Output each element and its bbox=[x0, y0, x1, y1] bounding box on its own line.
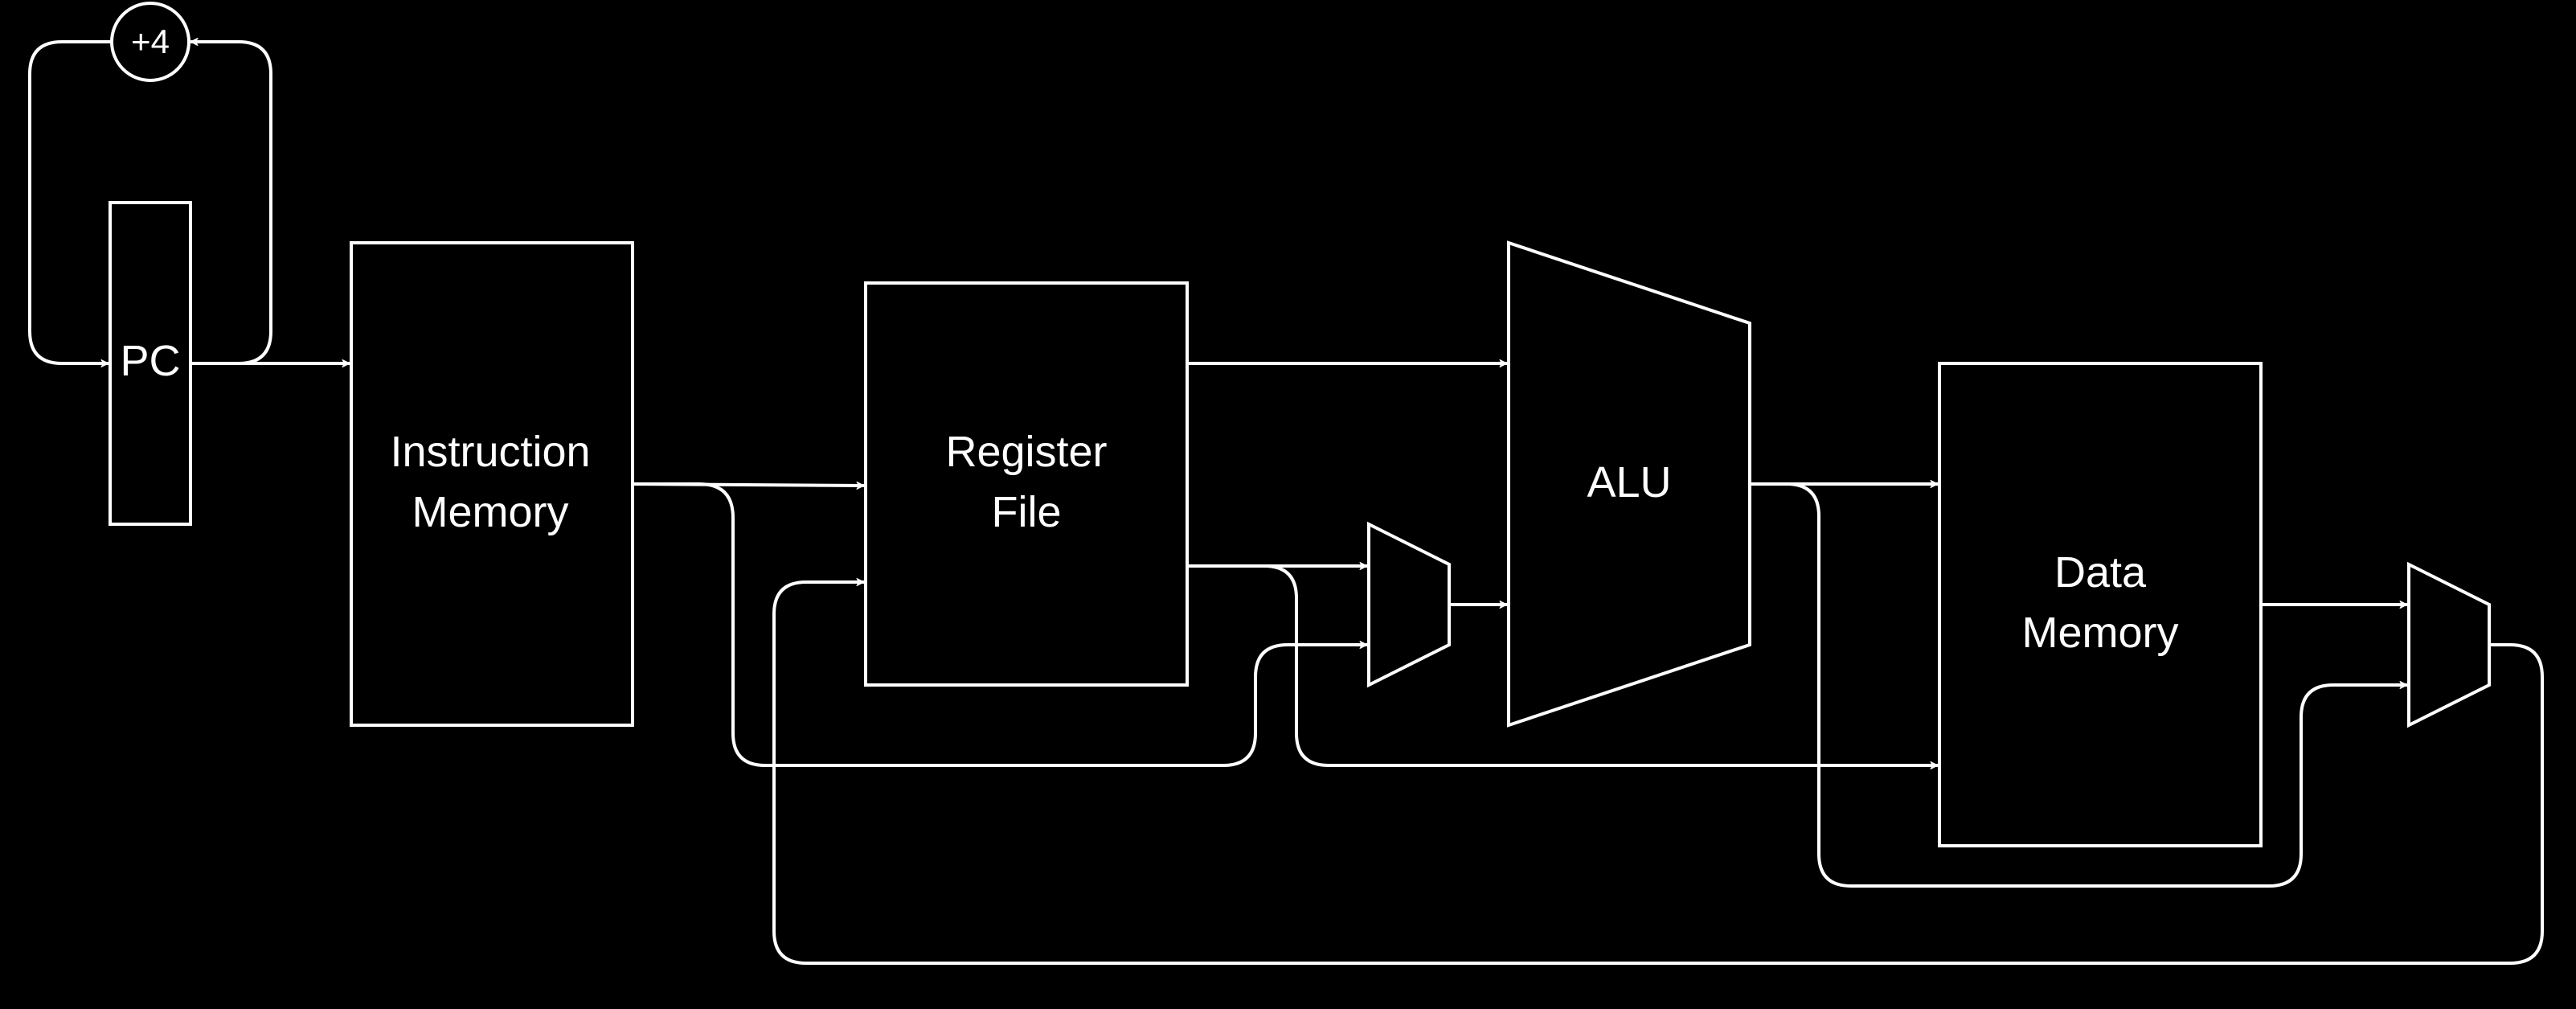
alu-source-mux bbox=[1367, 521, 1451, 688]
wire-regfile-to-dmem bbox=[1187, 564, 1939, 769]
register-file-label-line2: File bbox=[991, 488, 1061, 536]
instruction-memory-label-line2: Memory bbox=[412, 488, 568, 536]
wire-adder-to-pc bbox=[28, 40, 112, 367]
data-memory-label-line1: Data bbox=[2054, 548, 2147, 597]
data-memory-label-line2: Memory bbox=[2021, 609, 2178, 657]
adder-circle: +4 bbox=[110, 2, 190, 82]
register-file-label-line1: Register bbox=[945, 428, 1107, 476]
instruction-memory-label-line1: Instruction bbox=[390, 428, 590, 476]
instruction-memory-block: Instruction Memory bbox=[350, 241, 634, 727]
alu-label: ALU bbox=[1587, 458, 1671, 507]
wire-pc-to-adder bbox=[190, 38, 272, 365]
wire-alu-to-writeback-mux bbox=[1750, 482, 2408, 888]
alu-block: ALU bbox=[1507, 240, 1751, 728]
data-memory-block: Data Memory bbox=[1938, 362, 2263, 847]
register-file-block: Register File bbox=[864, 281, 1189, 687]
pc-register: PC bbox=[109, 201, 192, 526]
adder-label: +4 bbox=[131, 23, 170, 60]
writeback-mux bbox=[2407, 561, 2491, 728]
wire-imem-to-alu-mux bbox=[633, 482, 1368, 767]
wire-writeback-to-regfile bbox=[772, 578, 2544, 965]
pc-label: PC bbox=[120, 337, 180, 385]
